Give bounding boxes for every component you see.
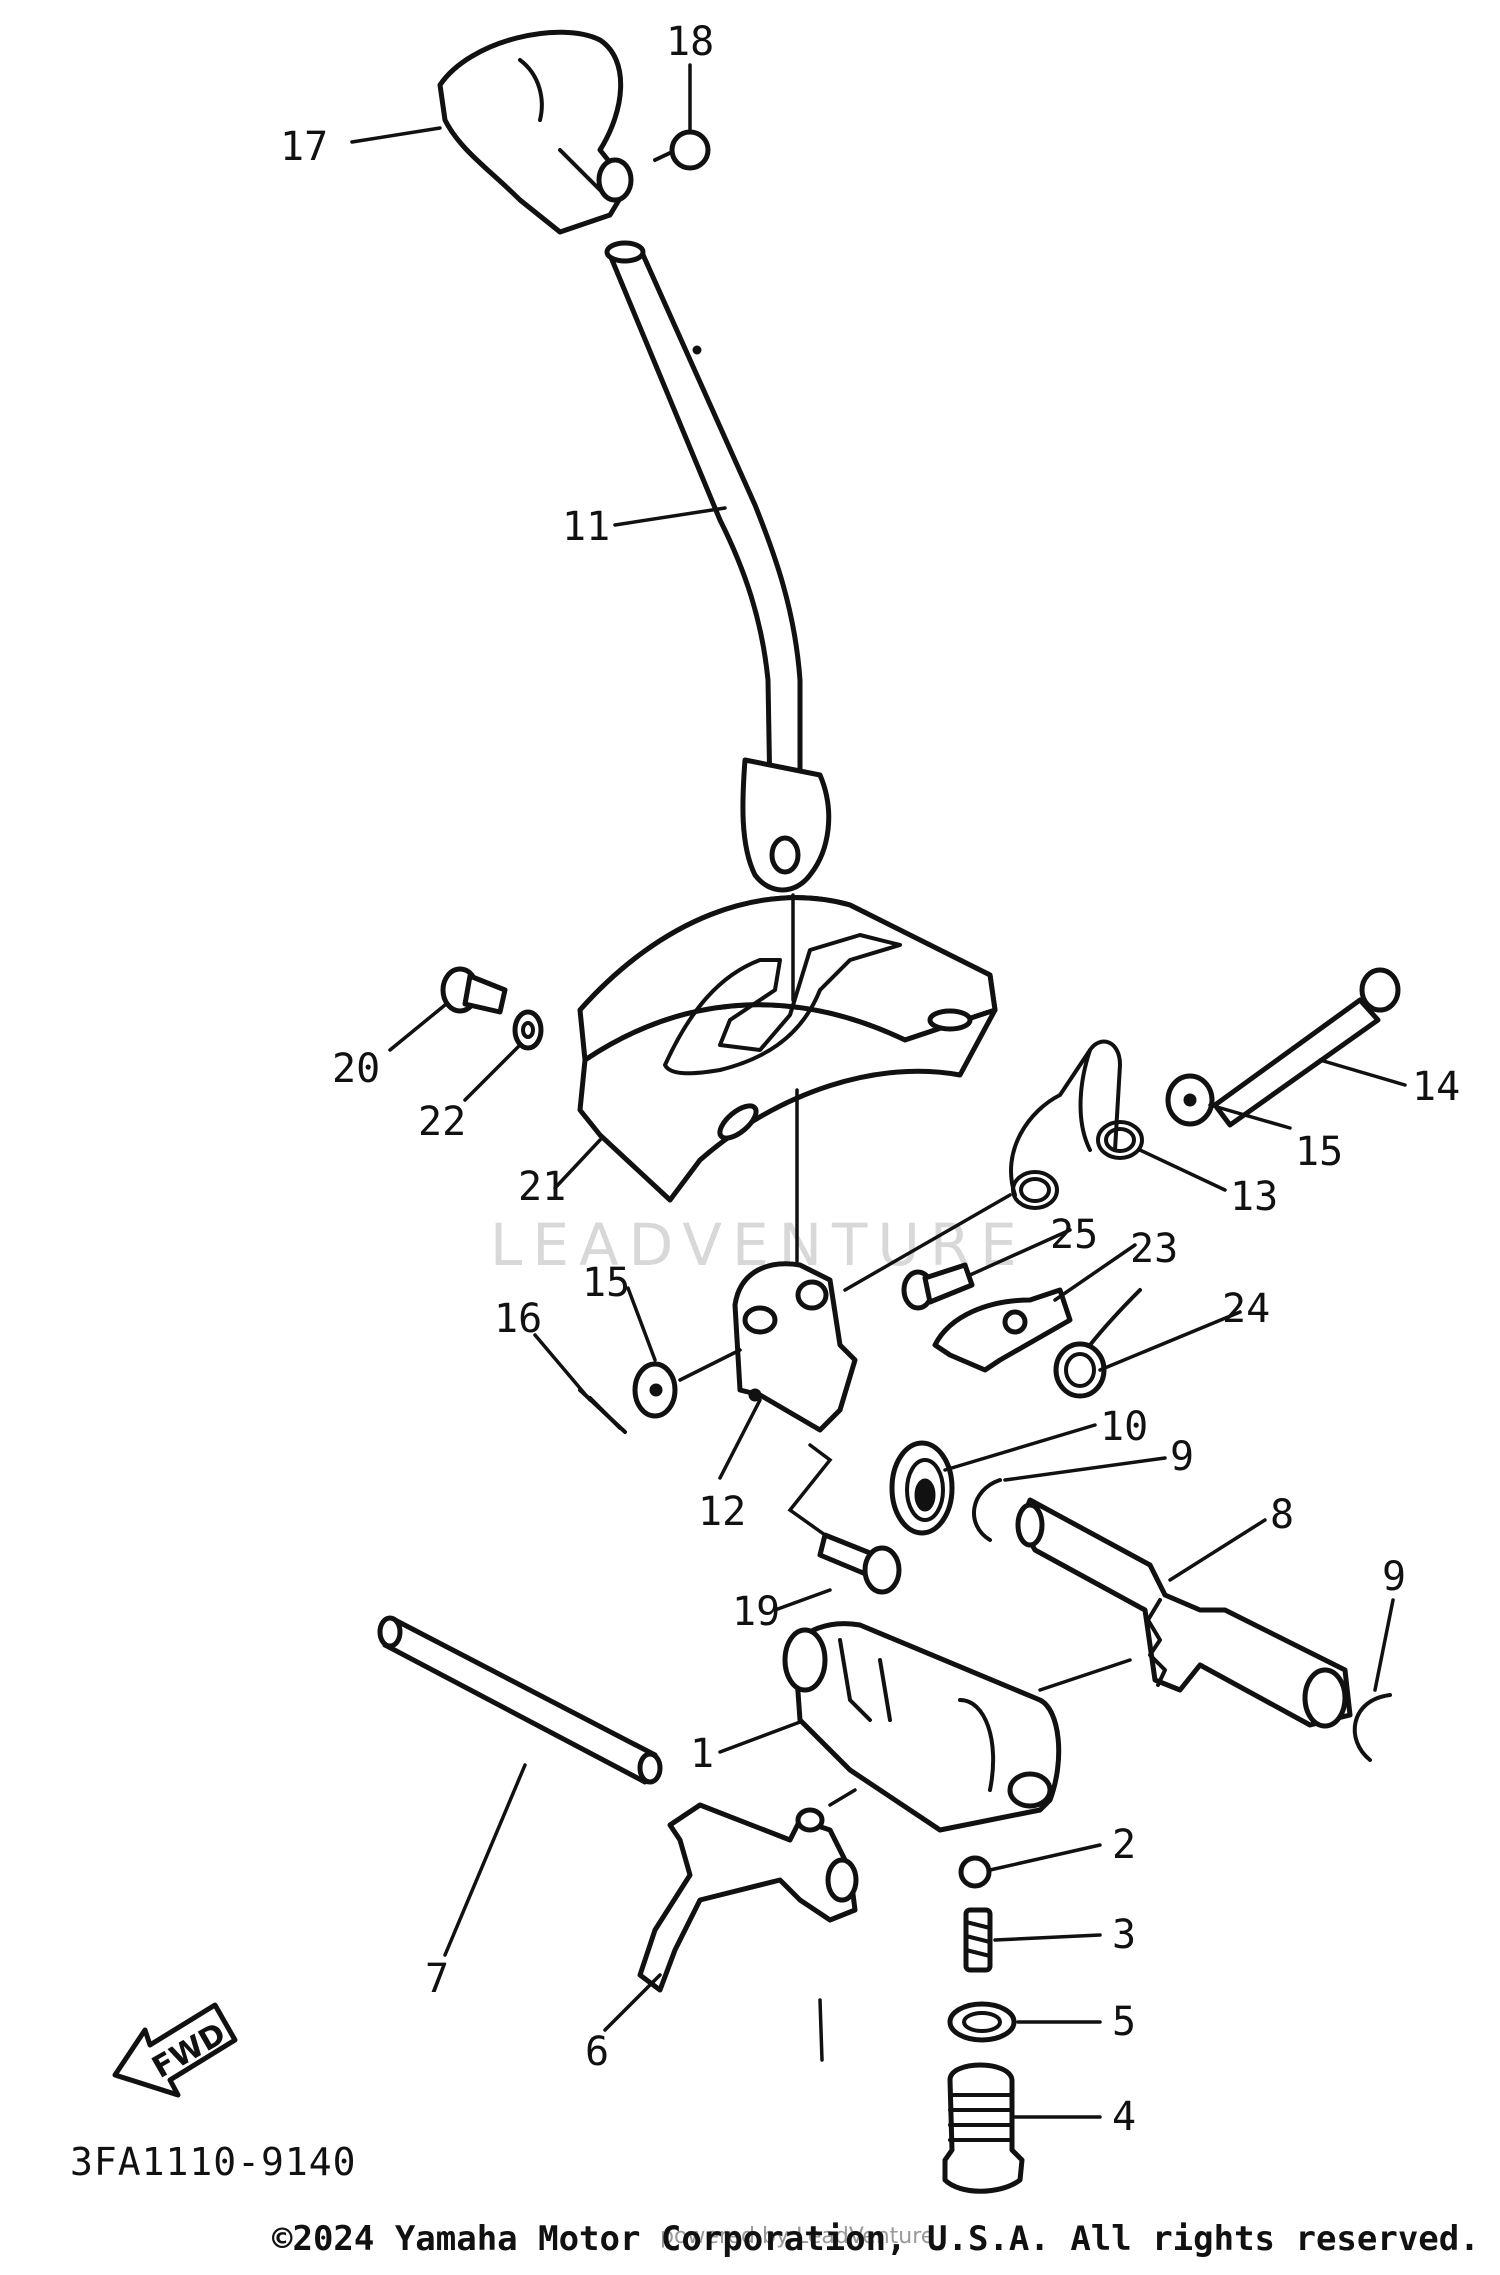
return-spring[interactable] xyxy=(1009,1039,1144,1210)
callout-22: 22 xyxy=(418,1099,466,1145)
callout-11: 11 xyxy=(562,504,610,550)
guide-washer[interactable] xyxy=(512,1009,544,1051)
callout-7: 7 xyxy=(425,1956,449,2002)
callout-16: 16 xyxy=(494,1296,542,1342)
callout-3: 3 xyxy=(1112,1912,1136,1958)
stopper-lever[interactable] xyxy=(932,1287,1073,1373)
callout-12: 12 xyxy=(698,1489,746,1535)
callout-4: 4 xyxy=(1112,2094,1136,2140)
callout-21: 21 xyxy=(518,1164,566,1210)
callout-13: 13 xyxy=(1230,1174,1278,1220)
shift-drum[interactable] xyxy=(782,1621,1062,1833)
pin-washer[interactable] xyxy=(1165,1073,1215,1127)
guide-bar[interactable] xyxy=(377,1615,663,1785)
copyright: ©2024 Yamaha Motor Corporation, U.S.A. A… xyxy=(272,2219,1480,2259)
callout-25: 25 xyxy=(1050,1212,1098,1258)
arm-bolt[interactable] xyxy=(817,1532,902,1595)
drawing-code: 3FA1110-9140 xyxy=(70,2140,357,2184)
callout-6: 6 xyxy=(585,2029,609,2075)
callout-15-lower: 15 xyxy=(582,1260,630,1306)
shift-knob[interactable] xyxy=(437,29,634,235)
callout-5: 5 xyxy=(1112,1999,1136,2045)
circlip-lower[interactable] xyxy=(1352,1693,1392,1762)
callout-15-upper: 15 xyxy=(1295,1129,1343,1175)
guide-bolt[interactable] xyxy=(440,966,508,1015)
stopper-screw[interactable] xyxy=(901,1262,975,1311)
shift-shaft[interactable] xyxy=(1015,1497,1353,1729)
callout-9-upper: 9 xyxy=(1170,1434,1194,1480)
callout-20: 20 xyxy=(332,1046,380,1092)
plug-gasket[interactable] xyxy=(947,2001,1017,2043)
shift-guide[interactable] xyxy=(577,895,998,1203)
callout-24: 24 xyxy=(1222,1286,1270,1332)
callout-17: 17 xyxy=(280,124,328,170)
callout-2: 2 xyxy=(1112,1822,1136,1868)
fwd-arrow: FWD xyxy=(112,2002,238,2098)
circlip-upper[interactable] xyxy=(972,1478,1002,1542)
callout-19: 19 xyxy=(732,1589,780,1635)
callout-1: 1 xyxy=(690,1731,714,1777)
watermark-text: LEADVENTURE xyxy=(490,1211,1027,1279)
oil-seal[interactable] xyxy=(889,1440,955,1536)
callout-18: 18 xyxy=(666,19,714,65)
arm-washer[interactable] xyxy=(632,1361,678,1419)
stopper-spring[interactable] xyxy=(1053,1288,1142,1399)
callout-23: 23 xyxy=(1130,1226,1178,1272)
shift-fork[interactable] xyxy=(637,1802,859,1993)
callout-leaders xyxy=(350,63,1407,2119)
callout-8: 8 xyxy=(1270,1492,1294,1538)
callout-labels: 17 18 11 20 22 21 14 15 13 25 23 24 15 1… xyxy=(280,19,1460,2140)
knob-screw[interactable] xyxy=(653,129,711,171)
lever-pin[interactable] xyxy=(1212,967,1401,1128)
watermark-small: powered by LeadVenture xyxy=(660,2224,934,2249)
shift-arm[interactable] xyxy=(732,1261,858,1433)
callout-10: 10 xyxy=(1100,1404,1148,1450)
callout-9-lower: 9 xyxy=(1382,1554,1406,1600)
detent-plug[interactable] xyxy=(942,2062,1025,2194)
assembly-lines xyxy=(678,893,1132,2062)
detent-spring[interactable] xyxy=(963,1907,993,1973)
callout-14: 14 xyxy=(1412,1064,1460,1110)
shift-lever[interactable] xyxy=(604,240,832,893)
detent-ball[interactable] xyxy=(958,1855,992,1889)
